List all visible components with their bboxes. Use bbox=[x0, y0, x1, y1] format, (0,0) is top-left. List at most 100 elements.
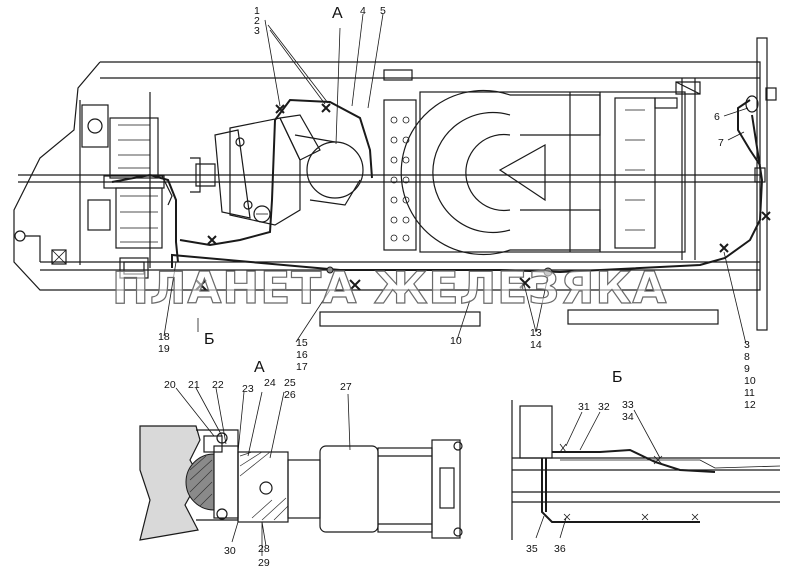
callout-16: 16 bbox=[296, 349, 308, 361]
callout-5: 5 bbox=[380, 5, 386, 17]
leader-13 bbox=[523, 275, 549, 333]
rear-crossmember bbox=[681, 78, 696, 260]
detail-view-b: Б 31 32 33 34 35 36 bbox=[511, 369, 781, 555]
callout-22: 22 bbox=[212, 379, 224, 391]
air-line-rear bbox=[737, 99, 761, 166]
callout-10b: 10 bbox=[744, 375, 756, 387]
callout-13: 13 bbox=[530, 327, 542, 339]
detail-view-a: А 20 21 22 23 24 25 26 27 bbox=[139, 359, 463, 569]
leader-18 bbox=[163, 261, 177, 337]
clamp-mark bbox=[761, 211, 771, 221]
callout-19: 19 bbox=[158, 343, 170, 355]
callout-27: 27 bbox=[340, 381, 352, 393]
air-line-main bbox=[171, 114, 764, 274]
gearbox-bolt bbox=[253, 205, 271, 223]
perforated-plate bbox=[383, 99, 417, 251]
clamp-mark bbox=[719, 243, 729, 253]
callout-32: 32 bbox=[598, 401, 610, 413]
cylinder-head bbox=[431, 439, 461, 539]
leader-6 bbox=[723, 107, 749, 117]
callout-11: 11 bbox=[744, 387, 755, 399]
clamp-mark bbox=[207, 235, 217, 245]
callout-30: 30 bbox=[224, 545, 236, 557]
bolt-head bbox=[216, 508, 228, 520]
callout-31: 31 bbox=[578, 401, 590, 413]
clamp-mark bbox=[349, 279, 361, 291]
callout-28: 28 bbox=[258, 543, 270, 555]
callout-33: 33 bbox=[622, 399, 634, 411]
callout-10: 10 bbox=[450, 335, 462, 347]
lower-rail-1 bbox=[319, 311, 481, 327]
clamp-mark bbox=[275, 104, 285, 114]
bracket-box bbox=[519, 405, 553, 459]
callout-18: 18 bbox=[158, 331, 170, 343]
rear-valve bbox=[745, 95, 759, 113]
callout-3b: 3 bbox=[744, 339, 750, 351]
callout-34: 34 bbox=[622, 411, 634, 423]
left-pin bbox=[14, 230, 26, 242]
leader-1-3 bbox=[264, 19, 329, 107]
callout-9: 9 bbox=[744, 363, 750, 375]
callout-2: 2 bbox=[254, 15, 260, 27]
clamp-mark bbox=[321, 103, 331, 113]
view-marker-a-detail: А bbox=[254, 359, 265, 376]
left-box-lower bbox=[87, 199, 111, 231]
callout-14: 14 bbox=[530, 339, 542, 351]
frame-posts-left bbox=[79, 92, 151, 268]
callout-8: 8 bbox=[744, 351, 750, 363]
callout-7: 7 bbox=[718, 137, 724, 149]
callout-23: 23 bbox=[242, 383, 254, 395]
callout-35: 35 bbox=[526, 543, 538, 555]
rear-bumper-bar bbox=[756, 37, 768, 331]
callout-29: 29 bbox=[258, 557, 270, 569]
frame-rails-b bbox=[512, 457, 780, 503]
pump-unit bbox=[103, 117, 165, 279]
callout-24: 24 bbox=[264, 377, 276, 389]
callout-36: 36 bbox=[554, 543, 566, 555]
callout-1: 1 bbox=[254, 5, 260, 17]
view-marker-b-detail: Б bbox=[612, 369, 623, 386]
left-housing bbox=[81, 104, 109, 148]
hose-connector bbox=[326, 266, 334, 274]
view-marker-b-top: Б bbox=[204, 331, 215, 348]
lower-rail-2 bbox=[567, 309, 719, 325]
leader-A bbox=[335, 27, 341, 145]
callout-4: 4 bbox=[360, 5, 366, 17]
hose-b-lower bbox=[541, 458, 700, 523]
frame-outline bbox=[13, 61, 761, 291]
callout-21: 21 bbox=[188, 379, 200, 391]
leader-10 bbox=[456, 299, 471, 341]
gearbox-assembly bbox=[190, 114, 321, 226]
clamp-mark bbox=[519, 277, 531, 289]
bolt-head bbox=[216, 432, 228, 444]
callout-17: 17 bbox=[296, 361, 308, 373]
leader-5 bbox=[367, 13, 384, 109]
clamp-mark bbox=[195, 279, 207, 291]
chassis-plan-view: 1 2 3 А 4 5 6 7 3 8 9 10 11 12 10 13 14 … bbox=[13, 5, 777, 411]
receiver-tank bbox=[294, 134, 364, 206]
left-small-box bbox=[51, 249, 67, 265]
callout-20: 20 bbox=[164, 379, 176, 391]
mount-bracket bbox=[139, 425, 201, 541]
frame-crossline bbox=[18, 174, 760, 183]
leader-15 bbox=[295, 289, 331, 343]
leader-7 bbox=[727, 131, 745, 141]
callout-12: 12 bbox=[744, 399, 756, 411]
view-marker-a-top: А bbox=[332, 5, 343, 22]
top-bracket bbox=[383, 69, 413, 81]
hose-b-upper bbox=[552, 448, 716, 473]
callout-15: 15 bbox=[296, 337, 308, 349]
cylinder-body bbox=[319, 445, 379, 533]
callout-6: 6 bbox=[714, 111, 720, 123]
leader-4 bbox=[351, 13, 364, 107]
fifth-wheel bbox=[400, 89, 686, 256]
callout-3: 3 bbox=[254, 25, 260, 37]
watermark-text: ПЛАНЕТА ЖЕЛЕЗЯКА bbox=[112, 263, 667, 314]
left-round-port bbox=[87, 118, 103, 134]
callout-25: 25 bbox=[284, 377, 296, 389]
air-line-left bbox=[111, 173, 179, 263]
leader-3b bbox=[723, 251, 747, 345]
air-line-front bbox=[179, 98, 373, 247]
